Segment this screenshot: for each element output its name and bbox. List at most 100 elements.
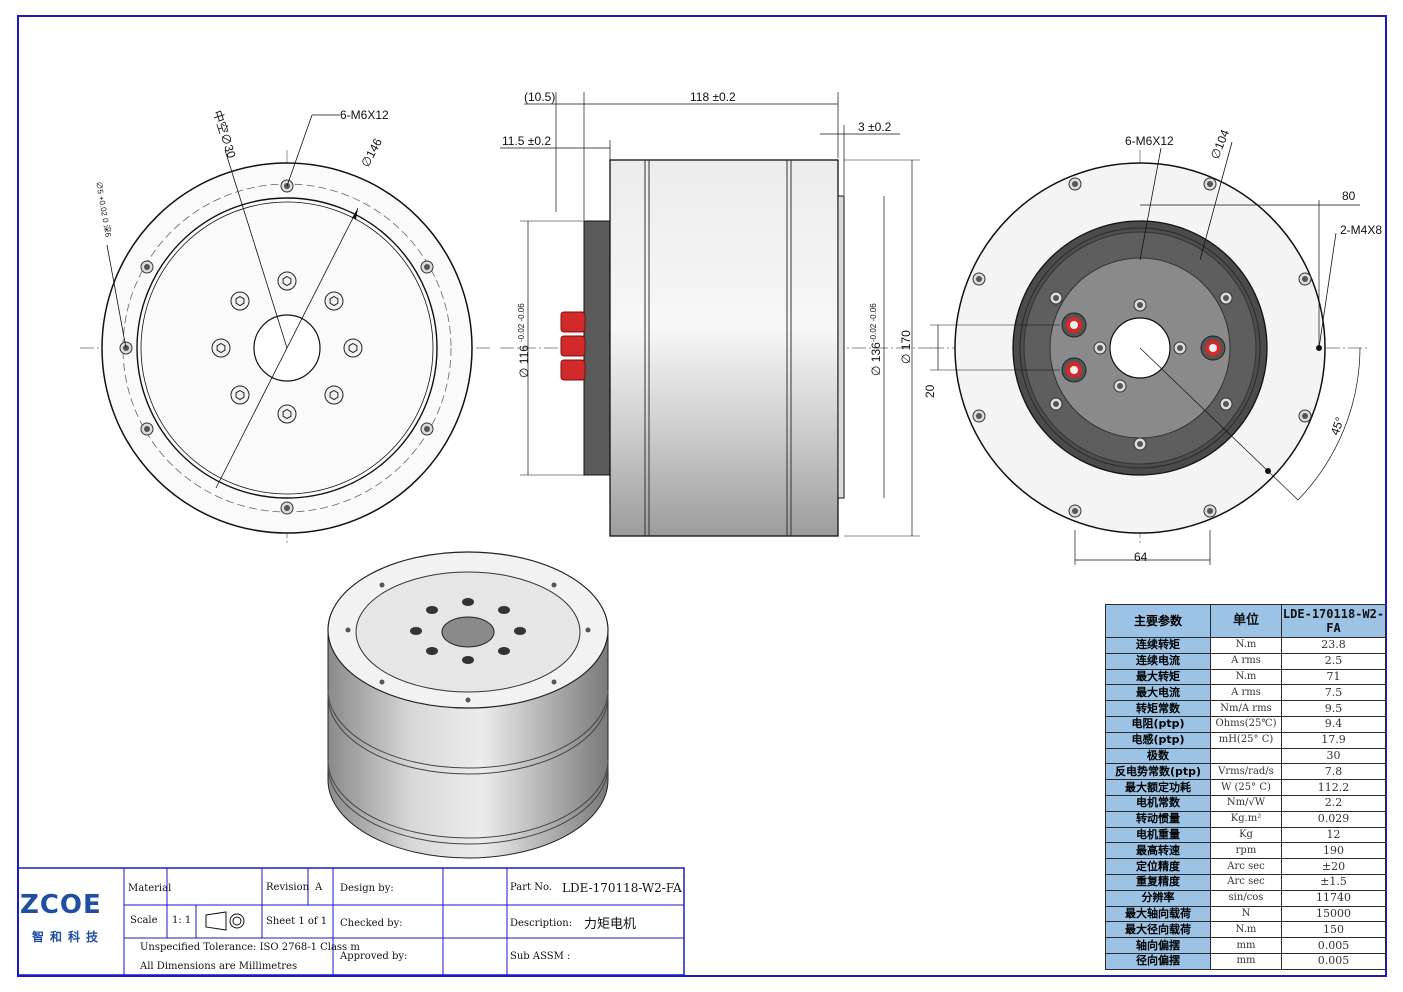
sub-assm-label: Sub ASSM : xyxy=(510,951,571,962)
spec-unit: Arc sec xyxy=(1210,873,1282,891)
design-label: Design by: xyxy=(340,883,394,894)
spec-value: 2.5 xyxy=(1281,652,1386,670)
spec-value: 30 xyxy=(1281,747,1386,765)
spec-unit: mH(25° C) xyxy=(1210,731,1282,749)
dim-flange-offset: 11.5 ±0.2 xyxy=(502,134,551,148)
projection-symbol-icon xyxy=(205,911,245,931)
spec-param: 最大额定功耗 xyxy=(1105,779,1211,796)
spec-value: 150 xyxy=(1281,921,1386,939)
spec-unit: N.m xyxy=(1210,637,1282,654)
spec-unit: Kg xyxy=(1210,826,1282,844)
dim-front-step: (10.5) xyxy=(524,90,555,104)
spec-unit: A rms xyxy=(1210,652,1282,670)
spec-value: 12 xyxy=(1281,826,1386,844)
spec-header-model: LDE-170118-W2-FA xyxy=(1281,604,1386,638)
dim-pilot: ∅ 116 xyxy=(517,345,531,378)
spec-param: 电阻(ptp) xyxy=(1105,715,1211,733)
description-value: 力矩电机 xyxy=(584,917,637,932)
spec-unit: mm xyxy=(1210,937,1282,954)
spec-unit: W (25° C) xyxy=(1210,779,1282,796)
spec-value: 11740 xyxy=(1281,889,1386,907)
front-pcd-note: ∅146 xyxy=(358,136,385,170)
front-pin-note: ∅5 +0.02 0 深6 xyxy=(94,181,113,239)
title-block xyxy=(17,867,685,976)
spec-unit: Kg.m² xyxy=(1210,810,1282,828)
spec-param: 最大径向载荷 xyxy=(1105,921,1211,939)
spec-param: 电感(ptp) xyxy=(1105,731,1211,749)
spec-param: 最大电流 xyxy=(1105,684,1211,702)
spec-param: 重复精度 xyxy=(1105,873,1211,891)
units-note: All Dimensions are Millimetres xyxy=(140,961,298,972)
scale-value: 1: 1 xyxy=(172,915,192,926)
dim-outer: ∅ 170 xyxy=(899,330,913,364)
side-view: (10.5) 118 ±0.2 11.5 ±0.2 3 ±0.2 ∅ 116 -… xyxy=(500,90,940,537)
spec-header-unit: 单位 xyxy=(1210,604,1282,638)
spec-unit: Ohms(25℃) xyxy=(1210,715,1282,733)
description-label: Description: xyxy=(510,918,573,929)
company-name-cn: 智和科技 xyxy=(32,930,105,944)
part-no-value: LDE-170118-W2-FA xyxy=(562,881,682,895)
spec-value: ±1.5 xyxy=(1281,873,1386,891)
spec-unit: sin/cos xyxy=(1210,889,1282,907)
company-logo: ZCOE xyxy=(20,890,102,920)
spec-value: 7.5 xyxy=(1281,684,1386,702)
rear-dim-20: 20 xyxy=(923,384,937,398)
spec-param: 最大轴向载荷 xyxy=(1105,905,1211,923)
spec-value: 112.2 xyxy=(1281,779,1386,796)
rear-pcd-note: ∅104 xyxy=(1208,127,1233,161)
spec-value: ±20 xyxy=(1281,858,1386,875)
spec-unit: N xyxy=(1210,905,1282,923)
spec-value: 23.8 xyxy=(1281,637,1386,654)
spec-param: 分辨率 xyxy=(1105,889,1211,907)
spec-param: 最高转速 xyxy=(1105,842,1211,860)
sheet-label: Sheet 1 of 1 xyxy=(266,916,328,927)
spec-value: 17.9 xyxy=(1281,731,1386,749)
spec-value: 9.4 xyxy=(1281,715,1386,733)
revision-value: A xyxy=(315,882,323,893)
spec-unit xyxy=(1210,747,1282,765)
spec-param: 连续电流 xyxy=(1105,652,1211,670)
front-view: 6-M6X12 ∅146 中空∅30 ∅5 +0.02 0 深6 xyxy=(80,108,490,545)
spec-value: 0.005 xyxy=(1281,937,1386,954)
rear-dim-64: 64 xyxy=(1134,550,1148,564)
spec-unit: N.m xyxy=(1210,668,1282,686)
spec-param: 最大转矩 xyxy=(1105,668,1211,686)
spec-param: 连续转矩 xyxy=(1105,637,1211,654)
spec-unit: N.m xyxy=(1210,921,1282,939)
spec-header-param: 主要参数 xyxy=(1105,604,1211,638)
spec-header-row: 主要参数 单位 LDE-170118-W2-FA xyxy=(1105,604,1386,638)
rear-holes-note: 6-M6X12 xyxy=(1125,134,1174,148)
rear-thread-note: 2-M4X8 xyxy=(1340,223,1382,237)
dim-rotor: ∅ 136 xyxy=(869,342,883,376)
dim-rear-step: 3 ±0.2 xyxy=(858,120,892,134)
spec-value: 7.8 xyxy=(1281,763,1386,781)
checked-label: Checked by: xyxy=(340,918,403,929)
spec-unit: Nm/√W xyxy=(1210,794,1282,812)
spec-unit: Nm/A rms xyxy=(1210,700,1282,717)
front-holes-note: 6-M6X12 xyxy=(340,108,389,122)
part-no-label: Part No. xyxy=(510,882,552,893)
spec-unit: mm xyxy=(1210,952,1282,970)
spec-value: 2.2 xyxy=(1281,794,1386,812)
spec-value: 9.5 xyxy=(1281,700,1386,717)
spec-param: 径向偏摆 xyxy=(1105,952,1211,970)
front-bore-note: 中空∅30 xyxy=(210,108,240,160)
